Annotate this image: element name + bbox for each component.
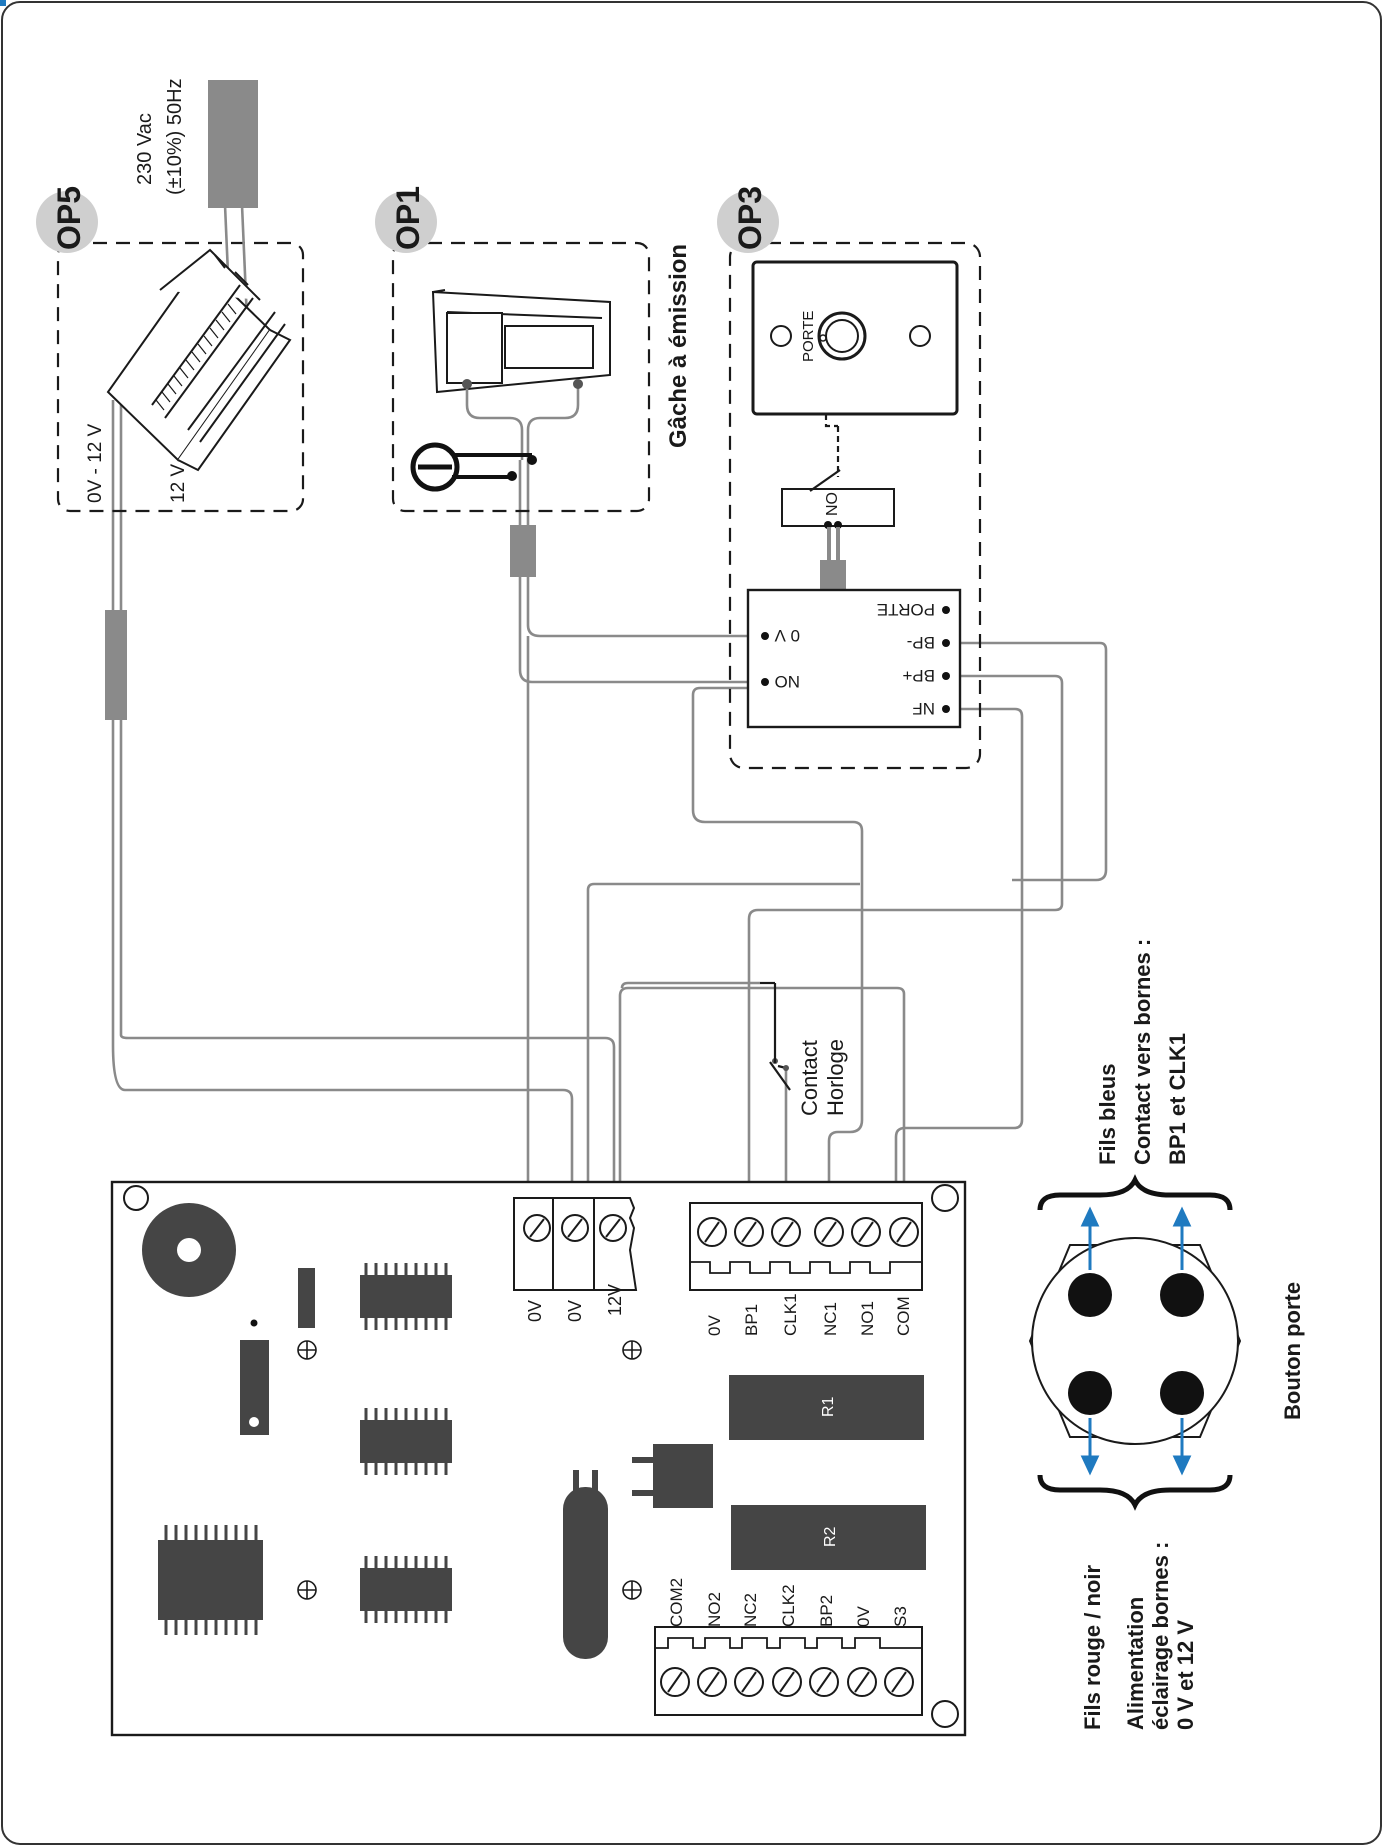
- component: [298, 1268, 315, 1328]
- bottom-terminal-s3: S3: [891, 1606, 910, 1627]
- door-terminal-0v: 0 V: [774, 626, 800, 645]
- legend-red-line2: éclairage bornes :: [1148, 1542, 1173, 1730]
- power-supply-group: OP5 230 Vac (±10%) 50Hz 0V - 12 V 1: [36, 78, 305, 513]
- relay-r1: [729, 1375, 924, 1440]
- clock-label-1: Contact: [797, 1040, 822, 1116]
- door-module: [746, 588, 962, 729]
- door-terminal-no: NO: [775, 672, 801, 691]
- plate-screw-icon: [770, 325, 792, 347]
- legend-blue-title: Fils bleus: [1095, 1064, 1120, 1165]
- legend-button-caption: Bouton porte: [1280, 1282, 1305, 1420]
- legend-red-line3: 0 V et 12 V: [1173, 1620, 1198, 1730]
- power-supply-badge-text: OP5: [51, 186, 87, 250]
- blue-arrow-icon: [1080, 1206, 1192, 1476]
- bottom-brace: [1037, 1474, 1233, 1511]
- button-body: [1031, 1237, 1239, 1445]
- relay-terminal-clk1: CLK1: [781, 1293, 800, 1336]
- button-pin-icon: [1160, 1371, 1204, 1415]
- door-terminal-porte: PORTE: [877, 600, 935, 619]
- psu-12v-label: 12 V: [168, 464, 189, 503]
- strike-dashed-box: [391, 241, 651, 513]
- bottom-terminal-nc2: NC2: [741, 1593, 760, 1627]
- door-button-dashed-box: [728, 241, 982, 770]
- power-terminal-0v-a: 0V: [525, 1300, 545, 1322]
- plate-screw-icon: [909, 325, 931, 347]
- control-board: R1 R2 0V 0V 12V: [110, 1180, 967, 1737]
- strike-title: Gâche à émission: [665, 244, 692, 448]
- door-button-badge-text: OP3: [732, 186, 768, 250]
- legend-red-title: Fils rouge / noir: [1080, 1565, 1105, 1730]
- relay-r2-label: R2: [822, 1526, 839, 1547]
- transistor: [653, 1444, 713, 1508]
- relay-terminal-block: [689, 1202, 923, 1291]
- button-pin-icon: [1068, 1371, 1112, 1415]
- electric-strike-icon: [431, 289, 611, 394]
- door-terminal-bp-plus: BP+: [902, 666, 935, 685]
- plate-label: PORTE: [800, 311, 817, 362]
- din-rail-psu-icon: [106, 248, 292, 472]
- corner-mark: [0, 0, 6, 6]
- strike-group: OP1 Gâche à émission: [375, 186, 692, 513]
- varistor-icon: [410, 442, 537, 492]
- bottom-terminal-com2: COM2: [667, 1578, 686, 1627]
- crystal-component: [563, 1487, 608, 1659]
- mains-label-1: 230 Vac: [134, 113, 156, 185]
- no-contact-label: NO: [824, 492, 841, 516]
- door-button-badge: [717, 191, 779, 253]
- ic-chip: [158, 1275, 452, 1620]
- power-supply-dashed-box: [56, 241, 305, 513]
- power-supply-badge: [36, 191, 98, 253]
- door-terminal-bp-minus: BP-: [907, 633, 935, 652]
- relay-r1-label: R1: [820, 1396, 837, 1417]
- bottom-terminal-0v: 0V: [854, 1606, 873, 1627]
- relay-terminal-bp1: BP1: [742, 1304, 761, 1336]
- button-pin-icon: [1068, 1273, 1112, 1317]
- mains-cable: [208, 80, 258, 208]
- clock-contact-symbol: [760, 981, 791, 1091]
- button-legend: Fils bleus Contact vers bornes : BP1 et …: [1028, 939, 1305, 1730]
- clock-label-2: Horloge: [823, 1039, 848, 1116]
- no-contact-box: [781, 488, 895, 527]
- power-terminal-12v: 12V: [605, 1284, 625, 1316]
- door-button-group: OP3 PORTE NO PORTE BP- BP+ NF 0 V NO: [717, 186, 982, 770]
- mounting-hole-icon: [123, 1184, 959, 1728]
- bottom-terminal-clk2: CLK2: [779, 1584, 798, 1627]
- relay-r2: [731, 1505, 926, 1570]
- bottom-terminal-no2: NO2: [705, 1592, 724, 1627]
- button-pin-icon: [1160, 1273, 1204, 1317]
- bottom-terminal-bp2: BP2: [817, 1595, 836, 1627]
- power-terminal-block: [513, 1197, 638, 1291]
- ic-pins: [164, 1263, 448, 1635]
- strike-badge: [375, 191, 437, 253]
- relay-terminal-com: COM: [894, 1296, 913, 1336]
- relay-terminal-0v: 0V: [705, 1315, 724, 1336]
- psu-output-label: 0V - 12 V: [85, 423, 106, 503]
- legend-blue-line1: Contact vers bornes :: [1130, 939, 1155, 1165]
- relay-terminal-nc1: NC1: [821, 1302, 840, 1336]
- wires: [105, 400, 1108, 1190]
- legend-red-line1: Alimentation: [1123, 1597, 1148, 1730]
- plus-marker-icon: [297, 1340, 642, 1600]
- legend-blue-line2: BP1 et CLK1: [1165, 1033, 1190, 1165]
- relay-terminal-no1: NO1: [858, 1301, 877, 1336]
- bottom-terminal-block: [654, 1626, 923, 1716]
- mains-label-2: (±10%) 50Hz: [164, 78, 186, 195]
- top-brace: [1037, 1174, 1233, 1211]
- strike-badge-text: OP1: [390, 186, 426, 250]
- power-terminal-0v-b: 0V: [565, 1300, 585, 1322]
- door-terminal-nf: NF: [912, 699, 935, 718]
